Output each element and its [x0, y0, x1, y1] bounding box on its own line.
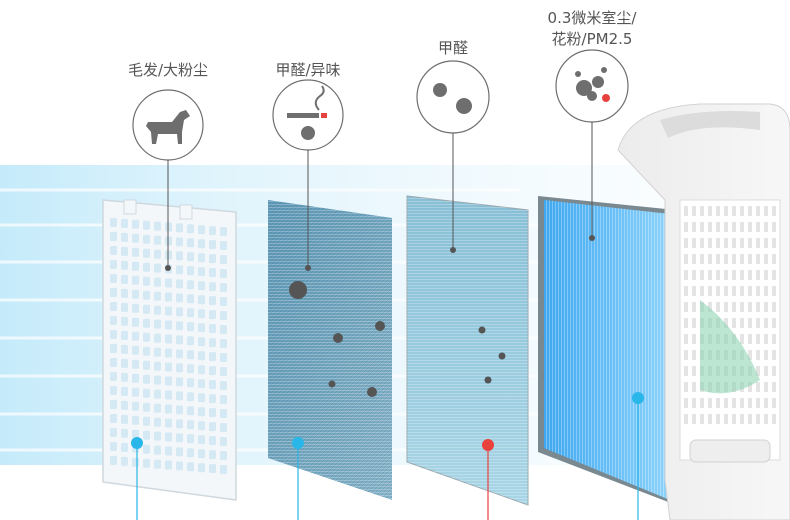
- smoke-and-germ-icon: [272, 79, 344, 151]
- formaldehyde-filter-panel: [406, 195, 529, 506]
- hepa-filter-label-line1: 0.3微米室尘/: [547, 9, 637, 27]
- dust-particles-icon: [555, 49, 629, 123]
- air-purifier-unit: [617, 103, 790, 520]
- leader-lines: [167, 122, 593, 268]
- hepa-filter-panel: [538, 196, 676, 505]
- dog-icon: [132, 89, 204, 161]
- hepa-filter-label-line2: 花粉/PM2.5: [551, 30, 633, 48]
- formaldehyde-filter-label: 甲醛: [437, 39, 468, 57]
- deodorizing-filter-label: 甲醛/异味: [275, 61, 341, 79]
- deodorizing-filter-panel: [268, 200, 392, 500]
- germ-cluster-icon: [416, 60, 490, 134]
- pre-filter-label: 毛发/大粉尘: [127, 61, 209, 79]
- trapped-particles: [289, 281, 506, 397]
- pre-filter-panel: [102, 199, 237, 501]
- filter-markers: [131, 392, 644, 520]
